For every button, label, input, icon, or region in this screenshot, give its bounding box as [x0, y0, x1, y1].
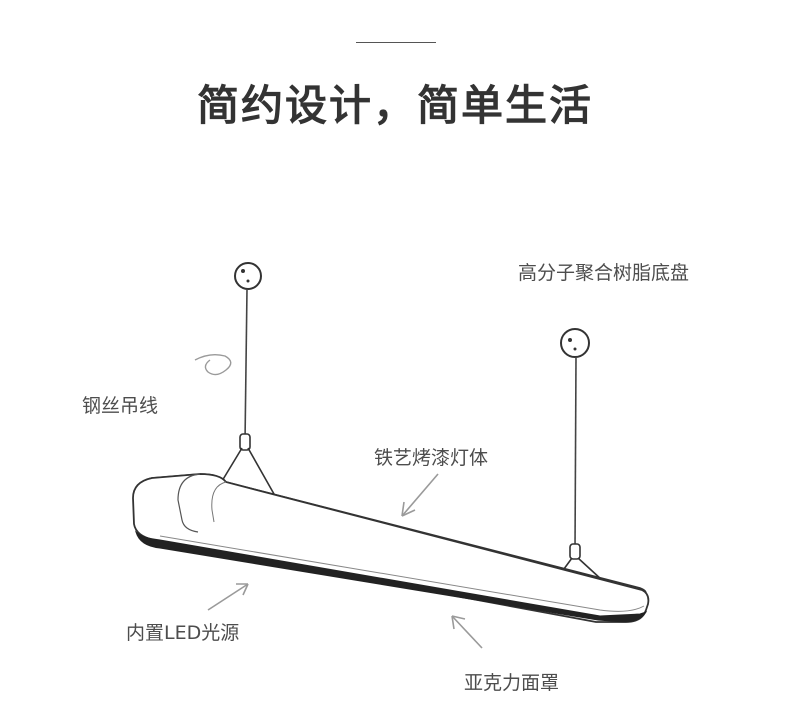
- arrow-cover: [451, 615, 483, 649]
- left-canopy: [234, 262, 262, 290]
- label-steel-wire: 钢丝吊线: [82, 395, 159, 417]
- label-base-canopy: 高分子聚合树脂底盘: [518, 262, 690, 284]
- left-wire: [244, 288, 248, 443]
- right-wire: [574, 356, 577, 552]
- label-iron-body: 铁艺烤漆灯体: [374, 447, 489, 469]
- right-clip: [560, 543, 603, 581]
- label-acrylic-cover: 亚克力面罩: [464, 672, 560, 694]
- arrow-body: [401, 473, 439, 517]
- arrow-led: [207, 583, 249, 611]
- label-led-source: 内置LED光源: [126, 622, 240, 644]
- fixture-body: [132, 473, 650, 623]
- swirl-decoration: [194, 353, 232, 376]
- page-title: 简约设计，简单生活: [196, 81, 593, 130]
- title-rule: [356, 42, 436, 43]
- right-canopy: [560, 328, 590, 358]
